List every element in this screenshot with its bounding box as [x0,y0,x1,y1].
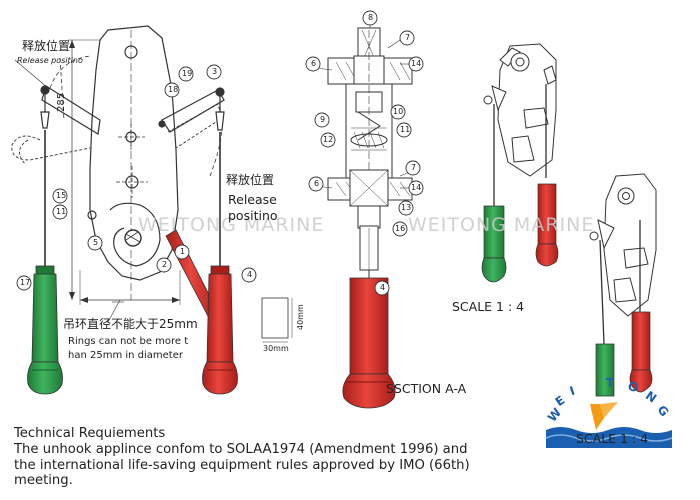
scale-label-upper: SCALE 1 : 4 [452,299,525,314]
callout-3-label: 3 [212,67,218,76]
callout-16-label: 16 [395,224,406,233]
callout-6b-label: 6 [314,179,320,188]
release-position-en-right-2: positino [228,208,278,223]
callouts-left [16,64,257,291]
callout-4a [241,267,257,283]
callout-11 [52,204,68,220]
callout-13-label: 13 [401,203,412,212]
callout-10 [390,104,406,120]
dimension-285: 285 [56,92,67,112]
red-handle-section [342,270,396,409]
callout-7b-label: 7 [411,163,417,172]
callout-18-label: 18 [168,85,179,94]
watermark-1: WEITONG MARINE [138,214,325,236]
red-handle-left-view [202,265,238,395]
callout-7a [399,30,415,46]
callout-4a-label: 4 [247,270,253,279]
section-title: SSCTION A-A [386,381,467,396]
technical-line-2: the international life-saving equipment … [14,457,470,473]
callout-14b [408,180,424,196]
weitong-logo [545,402,673,448]
green-handle-iso-upper [481,205,507,283]
ring-limit-en-1: Rings can not be more t [68,336,189,347]
release-position-en-right-1: Release [228,192,277,207]
callout-13 [398,200,414,216]
callout-16 [392,221,408,237]
callouts-section [305,10,424,296]
callout-11-label: 11 [56,207,67,216]
callout-14b-label: 14 [411,183,422,192]
callout-6b [308,176,324,192]
callout-15-label: 15 [56,191,67,200]
release-lever-left [41,85,101,135]
callout-2 [156,257,172,273]
release-position-cn-top: 释放位置 [22,39,71,53]
ring-size-box [261,297,293,343]
red-handle-iso-upper [535,183,559,267]
callout-17-label: 17 [20,278,31,287]
release-position-en-top: Release positino [17,56,83,65]
scale-label-lower: SCALE 1 : 4 [576,431,649,446]
release-position-cn-right: 释放位置 [226,173,275,187]
callout-9 [314,112,330,128]
callout-3 [206,64,222,80]
callout-5 [87,235,103,251]
red-handle-iso-lower [629,311,653,393]
callout-2-label: 2 [162,260,168,269]
callout-14a [408,56,424,72]
callout-6a-label: 6 [311,59,317,68]
dimension-30mm: 30mm [263,344,289,353]
callout-9-label: 9 [320,115,326,124]
callout-8-label: 8 [368,13,374,22]
callout-10-label: 10 [393,107,404,116]
technical-line-1: The unhook applince confom to SOLAA1974 … [14,441,468,457]
logo-letter-t: T [606,376,615,390]
release-lever-right [161,89,225,133]
ring-limit-cn: 吊环直径不能大于25mm [63,317,198,331]
iso-view-upper [483,43,557,206]
callout-12-label: 12 [323,135,334,144]
section-view [315,24,413,271]
technical-requirements: Technical Requiements The unhook applinc… [14,426,574,489]
callout-5-label: 5 [93,238,99,247]
callout-1-label: 1 [180,247,186,256]
callout-15 [52,188,68,204]
callout-4b [374,280,390,296]
watermark-2: WEITONG MARINE [408,214,595,236]
left-hook-view [11,25,225,323]
callout-8 [362,10,378,26]
callout-1 [174,244,190,260]
technical-heading: Technical Requiements [14,426,166,441]
callout-17 [16,275,32,291]
technical-line-3: meeting. [14,473,73,489]
callout-11b [396,122,412,138]
hook-cavity [109,202,161,267]
iso-view-lower [589,173,657,345]
callout-7a-label: 7 [405,33,411,42]
callout-19-label: 19 [182,69,193,78]
green-handle-left [27,265,63,395]
callout-14a-label: 14 [411,59,422,68]
dimension-40mm: 40mm [296,304,305,330]
hook-plate-outline [89,25,179,281]
callout-6a [305,56,321,72]
ring-limit-en-2: han 25mm in diameter [68,350,183,361]
callout-12 [320,132,336,148]
callout-4b-label: 4 [380,283,386,292]
green-handle-iso-lower [595,343,615,397]
callout-19 [178,66,194,82]
callout-18 [164,82,180,98]
callout-7b [405,160,421,176]
plate-hole-left [87,210,97,220]
callout-11b-label: 11 [400,125,411,134]
